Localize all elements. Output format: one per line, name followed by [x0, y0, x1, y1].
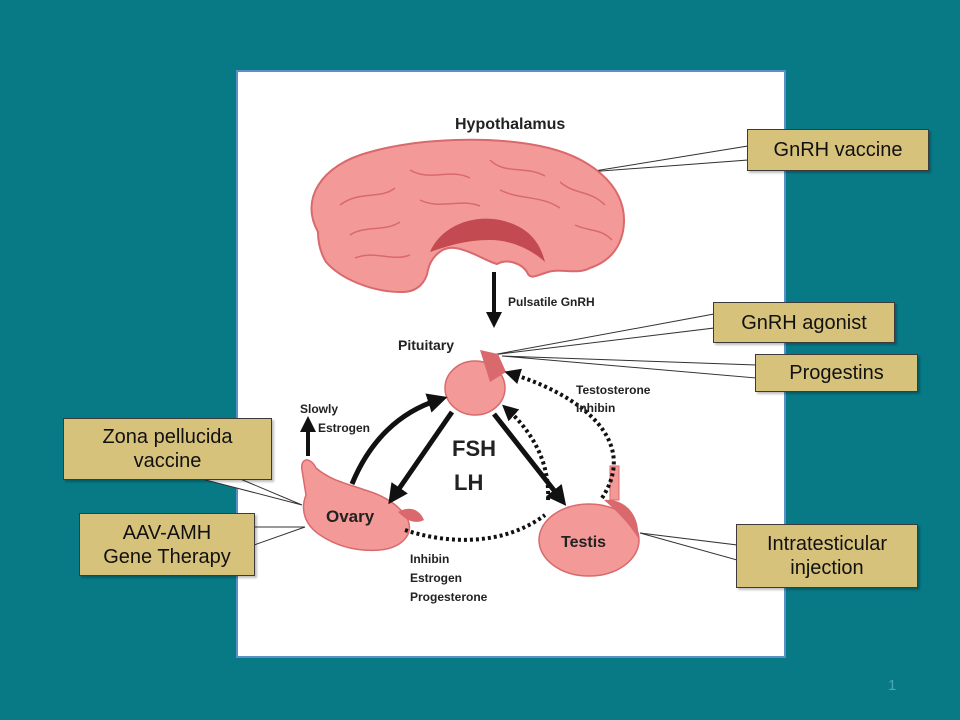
brain-inner-fold	[430, 218, 545, 262]
callout-intratesticular: Intratesticular injection	[736, 524, 918, 588]
arrow-ovary-to-pituitary	[349, 393, 448, 485]
leader-intratesticular	[639, 532, 738, 561]
lh-label: LH	[454, 470, 483, 495]
callout-zona-pellucida: Zona pellucida vaccine	[63, 418, 272, 480]
arrow-pituitary-to-ovary	[388, 410, 455, 505]
pituitary-label: Pituitary	[398, 337, 454, 353]
ovary-tube	[398, 508, 424, 522]
inhibin-ovary-label: Inhibin	[410, 552, 449, 566]
testosterone-label: Testosterone	[576, 383, 651, 397]
hypothalamus-label: Hypothalamus	[455, 116, 565, 133]
pulsatile-gnrh-label: Pulsatile GnRH	[508, 295, 595, 309]
estrogen-ovary-label: Estrogen	[410, 571, 462, 585]
arrow-ovary-testis-dotted	[404, 513, 547, 542]
pituitary-stalk	[480, 350, 506, 382]
arrow-pituitary-to-testis	[492, 412, 567, 506]
testis	[538, 465, 640, 577]
pituitary-gland	[444, 350, 506, 416]
hypothalamus-brain	[310, 138, 626, 294]
page-number: 1	[888, 677, 897, 694]
arrow-testis-dotted-inner	[502, 404, 551, 501]
leader-progestins	[501, 355, 757, 379]
arrows	[300, 272, 616, 542]
inhibin-testis-label: Inhibin	[576, 401, 615, 415]
callout-progestins: Progestins	[755, 354, 918, 392]
ovary-label: Ovary	[326, 507, 375, 526]
callout-leaders	[197, 145, 757, 561]
leader-aav	[253, 526, 306, 546]
callout-aav-amh: AAV-AMH Gene Therapy	[79, 513, 255, 576]
callout-gnrh-vaccine: GnRH vaccine	[747, 129, 929, 171]
leader-zona	[197, 477, 303, 506]
testis-cord	[609, 465, 620, 501]
ovary	[301, 459, 424, 552]
leader-gnrh-agonist	[491, 313, 715, 356]
callout-gnrh-agonist: GnRH agonist	[713, 302, 895, 343]
ovary-body	[301, 459, 411, 552]
testis-label: Testis	[561, 534, 606, 551]
estrogen-label: Estrogen	[318, 421, 370, 435]
testis-body	[538, 503, 640, 577]
slowly-label: Slowly	[300, 402, 338, 416]
fsh-label: FSH	[452, 436, 496, 461]
progesterone-ovary-label: Progesterone	[410, 590, 488, 604]
testis-epididymis	[604, 499, 639, 538]
brain-outer	[310, 138, 626, 294]
leader-gnrh-vaccine	[587, 145, 749, 173]
brain-gyri	[339, 159, 613, 259]
